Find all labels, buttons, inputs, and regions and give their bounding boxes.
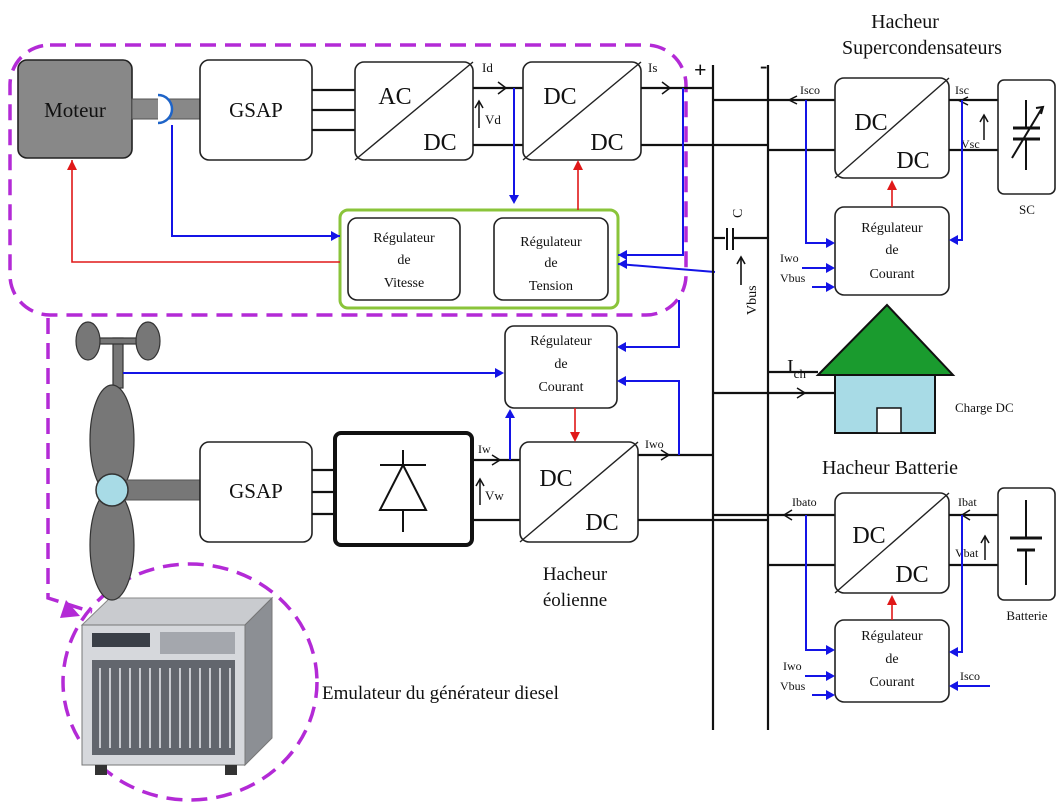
- is-label: Is: [648, 60, 657, 75]
- wind-turbine-icon: [90, 385, 201, 600]
- iwo-eol-label: Iwo: [645, 437, 664, 451]
- reg-eol-l1: Régulateur: [530, 334, 592, 349]
- reg-tension-l3: Tension: [529, 279, 573, 294]
- gsap-bottom-label: GSAP: [229, 479, 283, 503]
- dcdc-eol-in: DC: [539, 466, 572, 492]
- moteur-label: Moteur: [44, 98, 106, 122]
- sc-label: SC: [1019, 202, 1035, 217]
- reg-bat-l3: Courant: [869, 675, 914, 690]
- gsap-top-label: GSAP: [229, 98, 283, 122]
- ibat-label: Ibat: [958, 495, 977, 509]
- iwo-sc-label: Iwo: [780, 251, 799, 265]
- hacheur-eol-title-2: éolienne: [543, 590, 607, 611]
- vd-label: Vd: [485, 112, 501, 127]
- cap-label: C: [731, 209, 746, 218]
- dcdc-sc-out: DC: [896, 148, 929, 174]
- isc-label: Isc: [955, 83, 969, 97]
- dcdc-top-out: DC: [590, 130, 623, 156]
- charge-dc-label: Charge DC: [955, 400, 1014, 415]
- anemometer-icon: [76, 322, 160, 388]
- dcdc-bat-in: DC: [852, 523, 885, 549]
- ibato-label: Ibato: [792, 495, 817, 509]
- reg-eol-l3: Courant: [538, 380, 583, 395]
- supercap-block: [998, 80, 1055, 194]
- isco-bat-label: Isco: [960, 669, 980, 683]
- reg-eol-l2: de: [554, 357, 567, 372]
- reg-vitesse-l2: de: [397, 253, 410, 268]
- hacheur-sc-title-2: Supercondensateurs: [842, 37, 1002, 59]
- reg-vitesse-l3: Vitesse: [384, 276, 424, 291]
- dcdc-eol-out: DC: [585, 510, 618, 536]
- vbus-bat-label: Vbus: [780, 679, 806, 693]
- ac-dc-label: DC: [423, 130, 456, 156]
- dcdc-sc-in: DC: [854, 110, 887, 136]
- reg-bat-l1: Régulateur: [861, 629, 923, 644]
- vbat-label: Vbat: [955, 546, 979, 560]
- dcdc-top-in: DC: [543, 84, 576, 110]
- id-label: Id: [482, 60, 493, 75]
- hacheur-eol-title-1: Hacheur: [543, 564, 608, 585]
- house-roof: [818, 305, 953, 375]
- batterie-label: Batterie: [1006, 608, 1047, 623]
- iw-label: Iw: [478, 442, 491, 456]
- hacheur-batterie-title: Hacheur Batterie: [822, 457, 958, 479]
- emulateur-caption: Emulateur du générateur diesel: [322, 683, 559, 704]
- emulator-connector: [48, 318, 92, 612]
- reg-sc-l2: de: [885, 243, 898, 258]
- iwo-bat-label: Iwo: [783, 659, 802, 673]
- reg-tension-l1: Régulateur: [520, 235, 582, 250]
- vw-label: Vw: [485, 488, 504, 503]
- isco-top-label: Isco: [800, 83, 820, 97]
- vbus-vertical-label: Vbus: [745, 285, 760, 315]
- ac-label: AC: [378, 84, 411, 110]
- vsc-label: Vsc: [961, 137, 980, 151]
- bus-plus-label: +: [694, 57, 707, 82]
- bus-minus-label: -: [760, 53, 767, 78]
- reg-sc-l3: Courant: [869, 267, 914, 282]
- reg-bat-l2: de: [885, 652, 898, 667]
- vbus-sc-label: Vbus: [780, 271, 806, 285]
- reg-tension-l2: de: [544, 256, 557, 271]
- hacheur-sc-title-1: Hacheur: [871, 11, 939, 33]
- reg-vitesse-l1: Régulateur: [373, 231, 435, 246]
- reg-sc-l1: Régulateur: [861, 221, 923, 236]
- ich-label: Ich: [787, 356, 806, 381]
- diesel-emulator-device: [82, 598, 272, 775]
- dcdc-bat-out: DC: [895, 562, 928, 588]
